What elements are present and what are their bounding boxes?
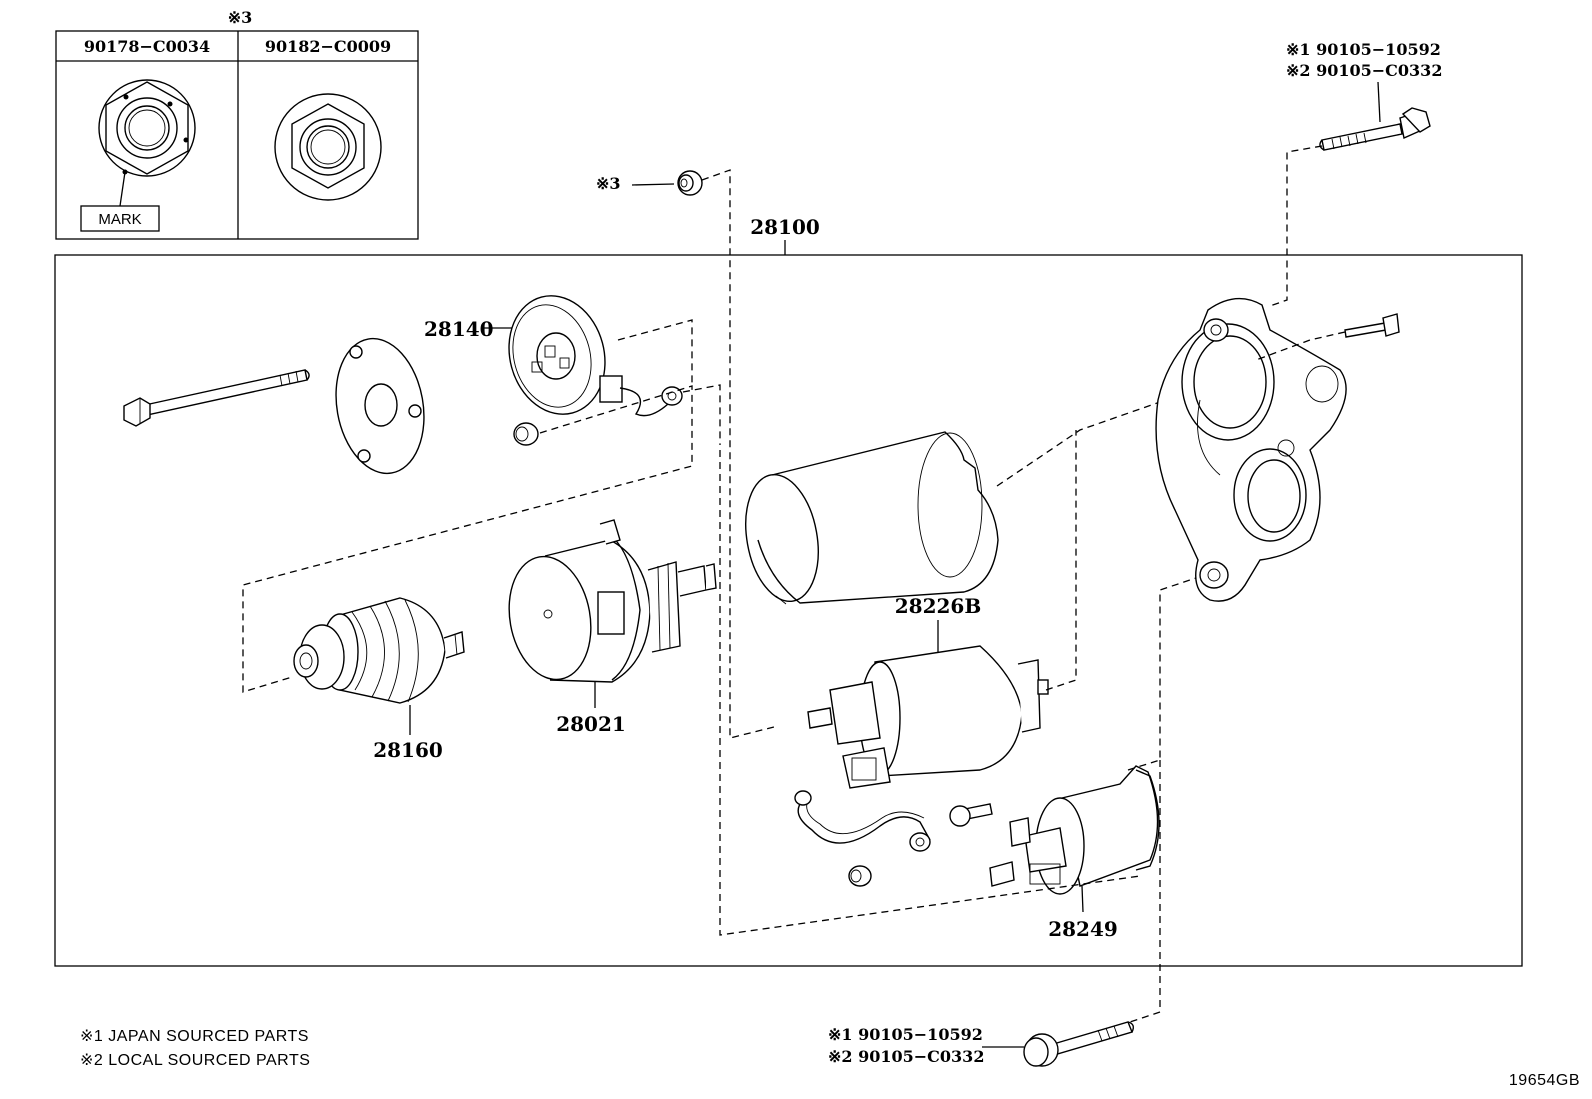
- armature-icon: [293, 597, 465, 704]
- figure-id: 19654GB: [1509, 1072, 1580, 1089]
- assembly-part-number: 28100: [750, 215, 820, 239]
- through-bolt-icon: [123, 369, 310, 427]
- assembly-boundary: [54, 254, 1523, 967]
- lead-wire-nut-icon: [848, 865, 872, 887]
- magnetic-switch-icon: [989, 765, 1160, 895]
- end-cover-plate-icon: [335, 337, 425, 475]
- solenoid-icon: [807, 645, 1049, 789]
- inset-col2-part-number: 90182−C0009: [265, 37, 391, 56]
- drive-housing-part-number: 28021: [556, 712, 626, 736]
- starter-housing-icon: [1155, 297, 1347, 602]
- bottom-bolt-callout-line2: ※2 90105−C0332: [828, 1047, 984, 1066]
- drive-housing-icon: [508, 519, 717, 683]
- inset-note-symbol: ※3: [228, 8, 253, 27]
- top-bolt-callout-line1: ※1 90105−10592: [1286, 40, 1441, 59]
- top-bolt-callout-line2: ※2 90105−C0332: [1286, 61, 1442, 80]
- inset-col1-part-number: 90178−C0034: [84, 37, 210, 56]
- field-frame-yoke-icon: [745, 431, 999, 605]
- brush-holder-part-number: 28140: [424, 317, 494, 341]
- small-flange-nut-icon: [677, 170, 703, 196]
- top-long-bolt-icon: [1319, 107, 1431, 151]
- lead-wire-icon: [794, 790, 931, 852]
- solenoid-part-number: 28226B: [895, 594, 981, 618]
- brush-holder-nut-icon: [513, 422, 539, 446]
- nut-callout-symbol: ※3: [596, 174, 621, 193]
- housing-small-bolt-icon: [1344, 313, 1400, 338]
- footnote-local-sourced: ※2 LOCAL SOURCED PARTS: [80, 1052, 310, 1069]
- switch-mounting-bolt-icon: [949, 803, 993, 827]
- flange-nut-icon: [274, 93, 382, 201]
- flange-nut-marked-icon: [98, 79, 196, 177]
- inset-mark-label: MARK: [98, 211, 141, 228]
- armature-part-number: 28160: [373, 738, 443, 762]
- magnetic-switch-part-number: 28249: [1048, 917, 1118, 941]
- brush-holder-icon: [508, 295, 683, 417]
- bottom-bolt-callout-line1: ※1 90105−10592: [828, 1025, 983, 1044]
- bottom-long-bolt-icon: [1023, 1021, 1135, 1067]
- footnote-japan-sourced: ※1 JAPAN SOURCED PARTS: [80, 1028, 309, 1045]
- nut-inset-table: ※3 90178−C0034 90182−C0009 MARK: [55, 8, 419, 240]
